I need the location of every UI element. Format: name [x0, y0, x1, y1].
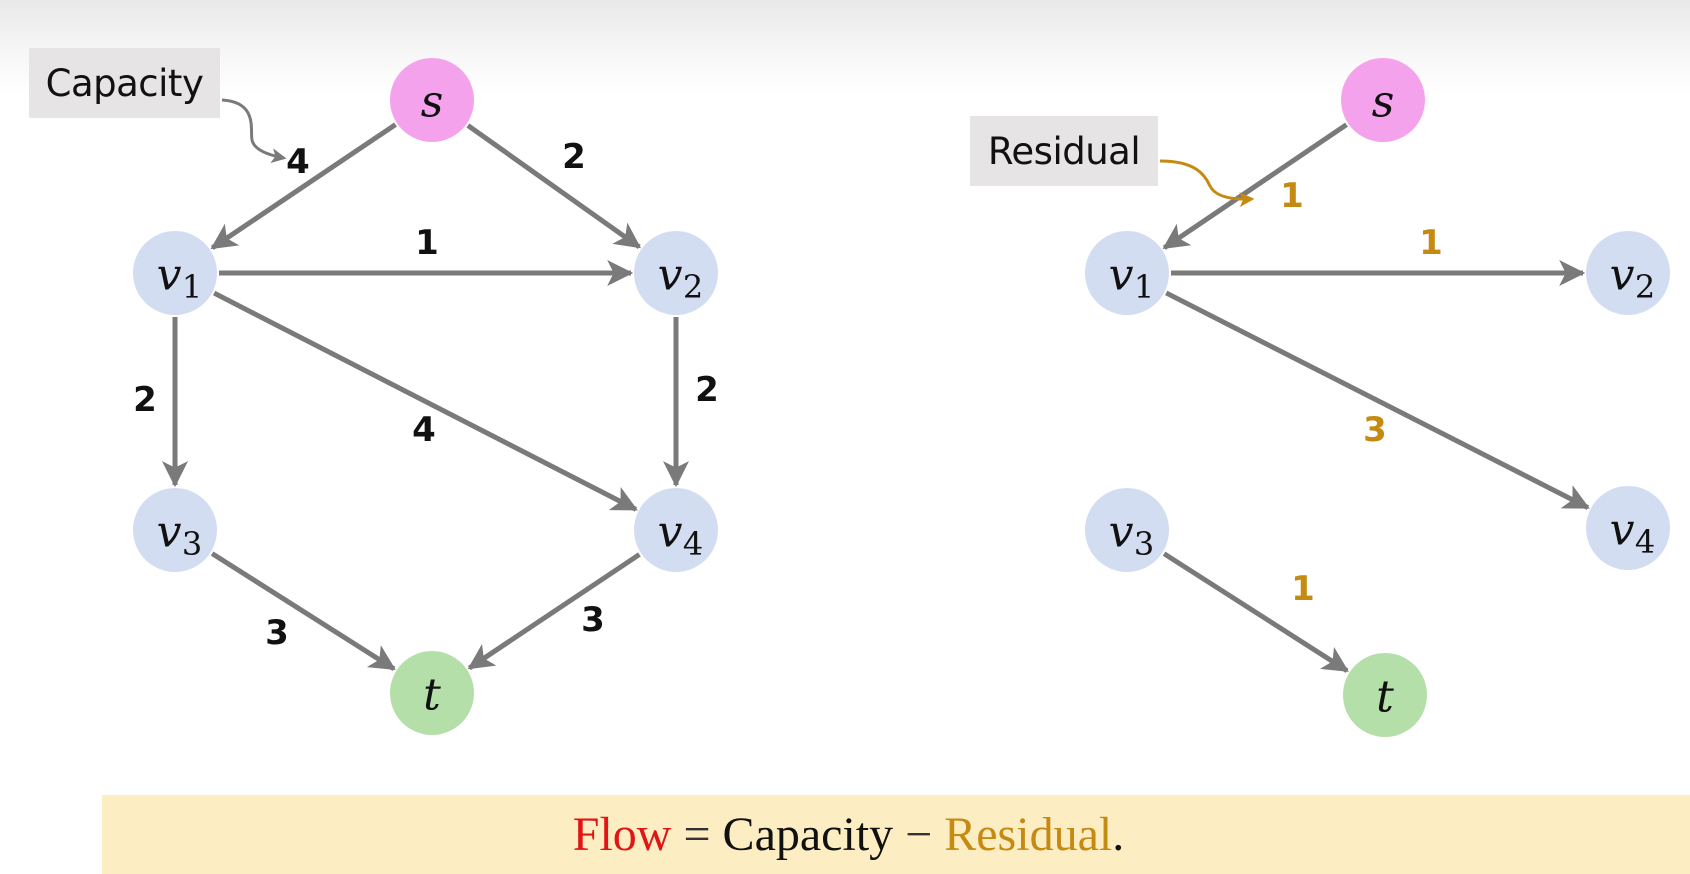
equation-banner: Flow = Capacity − Residual .: [102, 795, 1690, 874]
node-v3-label: v: [157, 507, 182, 558]
node-v2-circle: [634, 231, 718, 315]
node-t-circle: [1343, 653, 1427, 737]
edge-v4-t: [467, 552, 641, 671]
node-v2-subscript: 2: [683, 268, 703, 306]
residual-callout-pointer: [1159, 159, 1255, 208]
edge-s-v2: [466, 123, 642, 250]
node-t: t: [1343, 653, 1427, 737]
residual-callout: Residual: [970, 116, 1158, 186]
equation-minus: −: [893, 808, 945, 861]
equation-residual: Residual: [944, 808, 1113, 861]
edge-label-s-v1: 1: [1280, 176, 1304, 216]
edge-label-v3-t: 3: [265, 613, 289, 653]
node-v4-label: v: [1610, 505, 1635, 556]
node-t-label: t: [423, 670, 441, 721]
node-v2-label: v: [1610, 250, 1635, 301]
edge-s-v1: [210, 122, 397, 250]
edge-label-v1-v3: 2: [133, 380, 157, 420]
equation-capacity: Capacity: [722, 808, 894, 861]
node-v4-circle: [1586, 486, 1670, 570]
edge-label-s-v1: 4: [286, 142, 310, 182]
node-s: s: [390, 58, 474, 142]
equation-equals: =: [671, 808, 723, 861]
edge-v1-v4: [1165, 290, 1590, 510]
edge-v1-v4: [213, 290, 638, 512]
edge-label-v3-t: 1: [1291, 569, 1315, 609]
node-v3-subscript: 3: [182, 525, 202, 563]
node-v2-subscript: 2: [1635, 268, 1655, 306]
node-v3-circle: [133, 488, 217, 572]
edge-v3-t: [210, 551, 396, 672]
node-v4-subscript: 4: [683, 525, 703, 563]
node-s-circle: [1341, 58, 1425, 142]
residual-callout-text: Residual: [987, 129, 1141, 173]
edge-v3-t: [1162, 551, 1349, 673]
node-v1-circle: [1085, 231, 1169, 315]
edge-label-v1-v2: 1: [1419, 223, 1443, 263]
capacity-callout-pointer: [221, 98, 287, 164]
node-v3-label: v: [1109, 507, 1134, 558]
node-v4-label: v: [658, 507, 683, 558]
node-v4-subscript: 4: [1635, 523, 1655, 561]
node-s-label: s: [1372, 77, 1395, 128]
edge-label-s-v2: 2: [562, 137, 586, 177]
capacity-callout: Capacity: [29, 48, 220, 118]
node-v2-circle: [1586, 231, 1670, 315]
node-t-label: t: [1376, 672, 1394, 723]
edge-label-v1-v2: 1: [415, 223, 439, 263]
node-s-label: s: [421, 77, 444, 128]
equation-flow: Flow: [572, 808, 672, 861]
node-v1-label: v: [157, 250, 182, 301]
node-v1-subscript: 1: [182, 268, 202, 306]
edge-s-v1: [1162, 122, 1348, 250]
edge-label-v1-v4: 3: [1363, 410, 1387, 450]
equation-period: .: [1112, 808, 1125, 861]
node-v3-circle: [1085, 488, 1169, 572]
node-v1-circle: [133, 231, 217, 315]
node-s-circle: [390, 58, 474, 142]
node-t: t: [390, 651, 474, 735]
node-v1-subscript: 1: [1134, 268, 1154, 306]
node-v2-label: v: [658, 250, 683, 301]
node-v3-subscript: 3: [1134, 525, 1154, 563]
node-t-circle: [390, 651, 474, 735]
edge-label-v4-t: 3: [581, 600, 605, 640]
capacity-callout-text: Capacity: [45, 61, 204, 105]
edge-label-v2-v4: 2: [695, 370, 719, 410]
node-s: s: [1341, 58, 1425, 142]
edge-label-v1-v4: 4: [412, 410, 436, 450]
node-v1-label: v: [1109, 250, 1134, 301]
node-v4-circle: [634, 488, 718, 572]
